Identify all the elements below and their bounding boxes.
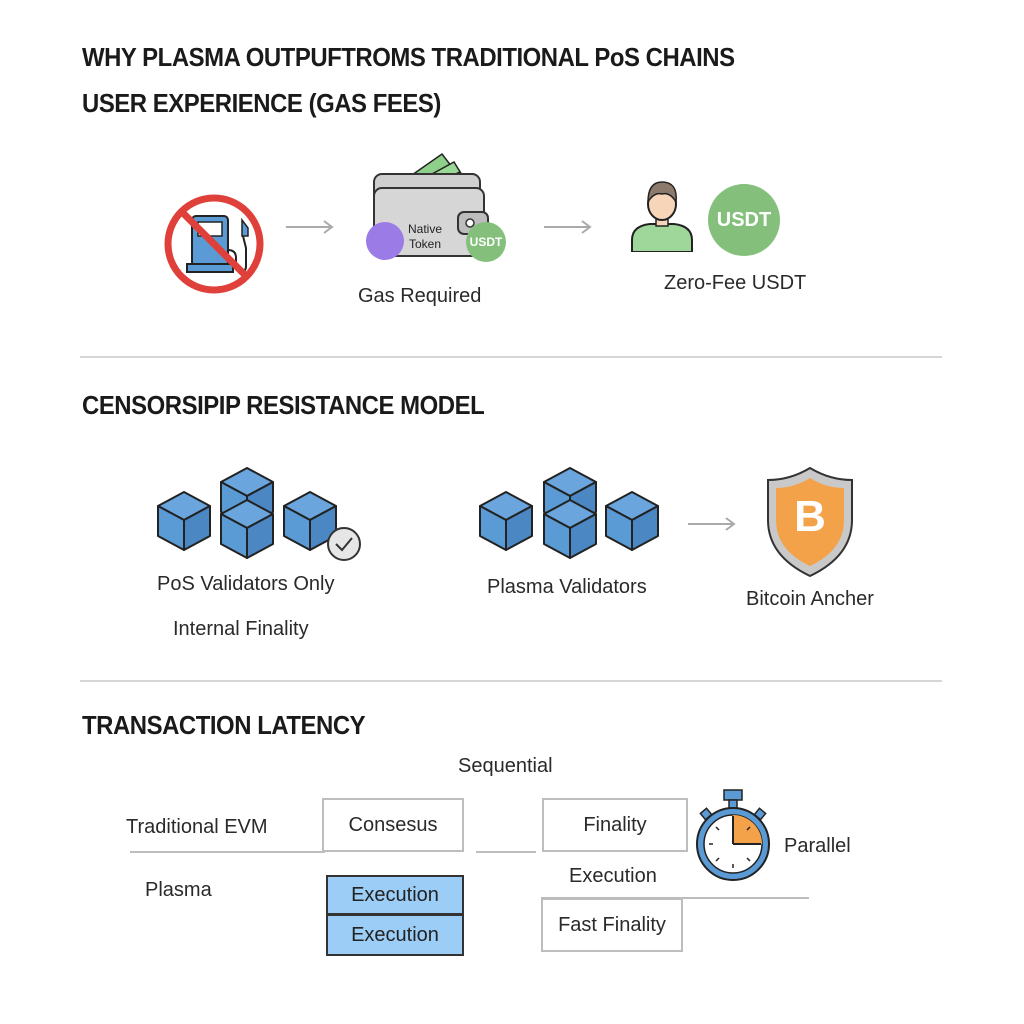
- native-token-label-1: Native: [407, 222, 442, 236]
- zero-fee-usdt-caption: Zero-Fee USDT: [664, 272, 807, 294]
- finality-step: Finality: [542, 798, 688, 852]
- section-title-user-experience: USER EXPERIENCE (GAS FEES): [82, 88, 441, 118]
- pos-validators-cubes-icon: [157, 467, 361, 561]
- wallet-icon: Native Token USDT: [362, 152, 510, 264]
- fast-finality-step: Fast Finality: [541, 898, 683, 952]
- execution-label: Execution: [569, 865, 657, 887]
- sequential-label: Sequential: [458, 755, 553, 777]
- section-divider: [80, 680, 942, 682]
- bitcoin-shield-icon: B: [764, 466, 856, 578]
- internal-finality-caption: Internal Finality: [173, 618, 309, 640]
- usdt-coin-small: USDT: [466, 222, 506, 262]
- native-token-label-2: Token: [408, 237, 442, 251]
- bitcoin-symbol: B: [794, 492, 826, 541]
- usdt-coin-large: USDT: [708, 184, 780, 256]
- page-title: WHY PLASMA OUTPUFTROMS TRADITIONAL PoS C…: [82, 42, 735, 72]
- native-token-coin-icon: [366, 222, 404, 260]
- parallel-label: Parallel: [784, 835, 851, 857]
- plasma-row-label: Plasma: [145, 879, 212, 901]
- bitcoin-anchor-caption: Bitcoin Ancher: [746, 588, 874, 610]
- section-divider: [80, 356, 942, 358]
- user-avatar-icon: [631, 181, 693, 252]
- gas-required-caption: Gas Required: [358, 285, 482, 307]
- plasma-validators-caption: Plasma Validators: [487, 576, 647, 598]
- section-title-censorship: CENSORSIPIP RESISTANCE MODEL: [82, 390, 485, 420]
- plasma-validators-cubes-icon: [479, 467, 659, 559]
- stopwatch-icon: [696, 789, 770, 881]
- execution-step-2: Execution: [326, 914, 464, 956]
- pos-validators-caption: PoS Validators Only: [157, 573, 335, 595]
- arrow-right-icon: [286, 220, 334, 234]
- arrow-right-icon: [544, 220, 592, 234]
- execution-step-1: Execution: [326, 875, 464, 915]
- no-gas-pump-icon: [164, 194, 264, 294]
- traditional-evm-label: Traditional EVM: [126, 816, 268, 838]
- consensus-step: Consesus: [322, 798, 464, 852]
- arrow-right-icon: [688, 517, 736, 531]
- timeline-line: [130, 851, 325, 853]
- timeline-line: [476, 851, 536, 853]
- section-title-latency: TRANSACTION LATENCY: [82, 710, 366, 740]
